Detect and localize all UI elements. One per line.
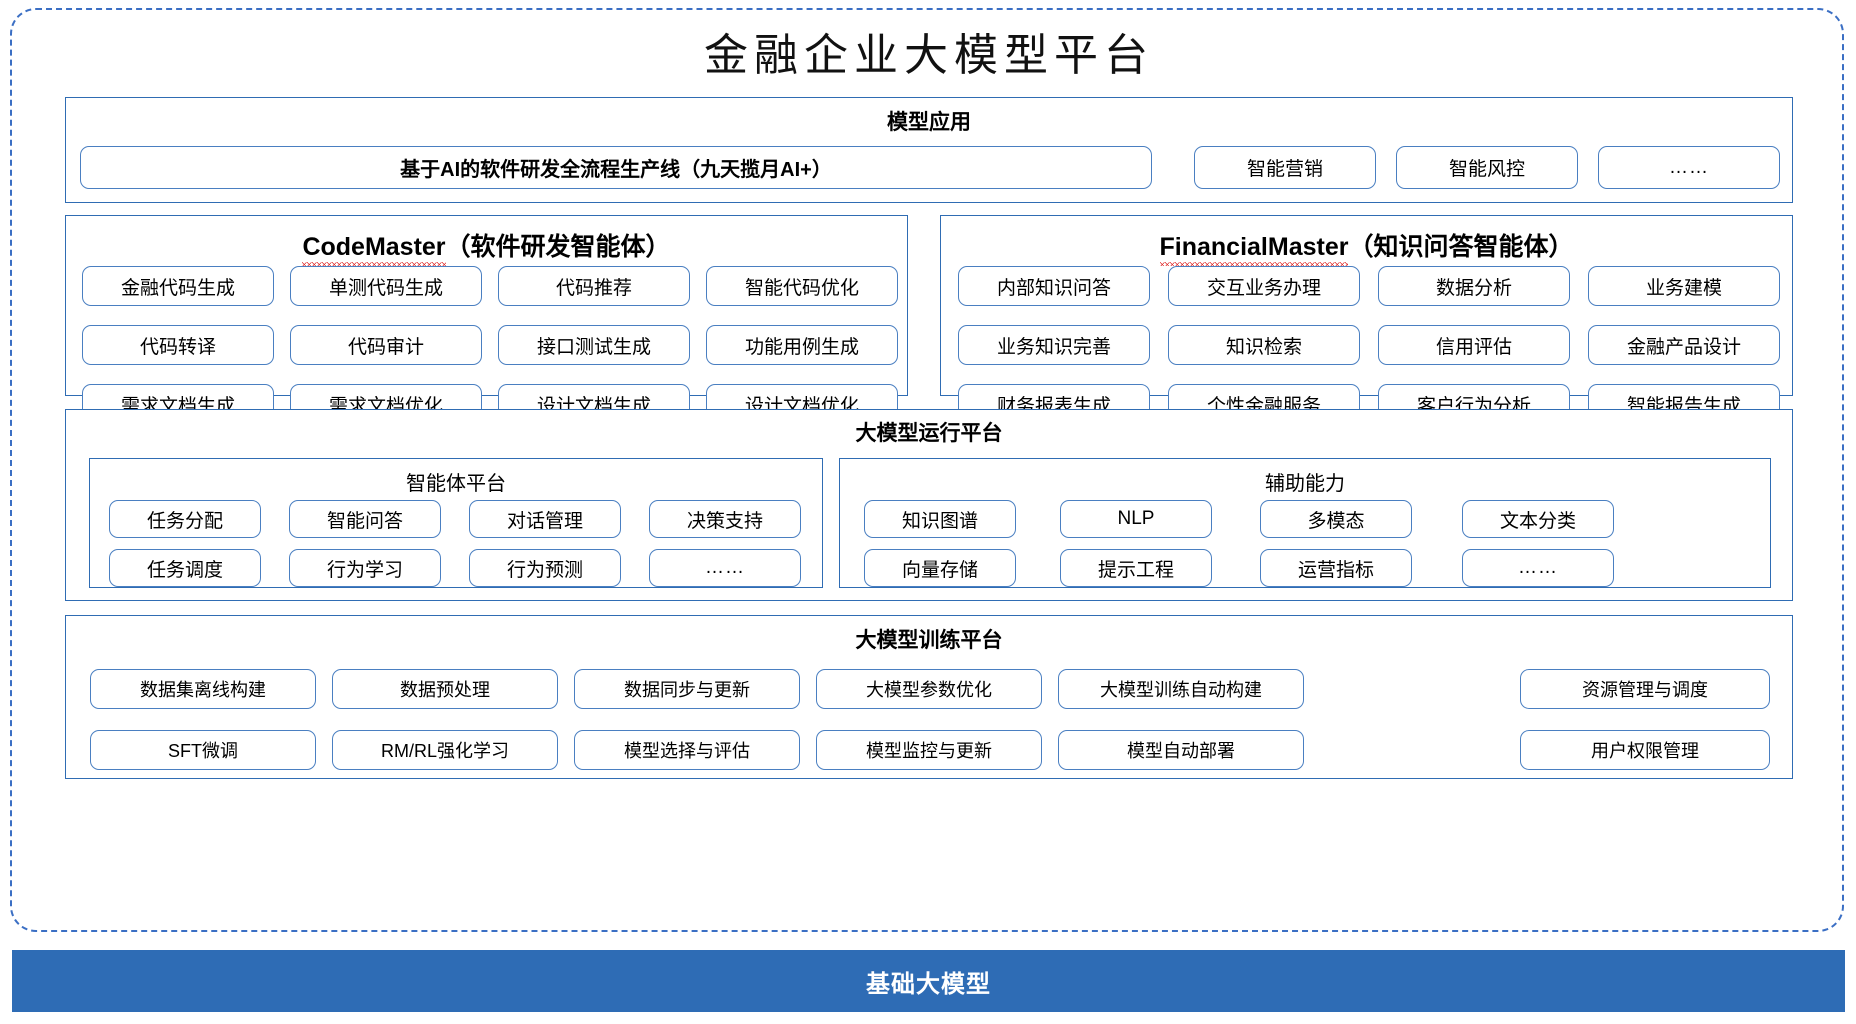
panel-runtime-platform: 大模型运行平台 智能体平台 任务分配 智能问答 对话管理 决策支持 任务调度 行… bbox=[65, 409, 1793, 601]
training-item-2[interactable]: 数据同步与更新 bbox=[574, 669, 800, 709]
code-master-item-2[interactable]: 代码推荐 bbox=[498, 266, 690, 306]
training-item-5[interactable]: 资源管理与调度 bbox=[1520, 669, 1770, 709]
support-capability-item-4[interactable]: 向量存储 bbox=[864, 549, 1016, 587]
financial-master-cn-name: （知识问答智能体） bbox=[1348, 233, 1574, 261]
code-master-item-1[interactable]: 单测代码生成 bbox=[290, 266, 482, 306]
panel-training-platform: 大模型训练平台 数据集离线构建 数据预处理 数据同步与更新 大模型参数优化 大模… bbox=[65, 615, 1793, 779]
foundation-model-label: 基础大模型 bbox=[866, 970, 991, 998]
subpanel-title-agent-platform: 智能体平台 bbox=[406, 473, 506, 495]
support-capability-item-6[interactable]: 运营指标 bbox=[1260, 549, 1412, 587]
app-pill-more[interactable]: …… bbox=[1598, 146, 1780, 189]
agent-platform-item-5[interactable]: 行为学习 bbox=[289, 549, 441, 587]
training-item-8[interactable]: 模型选择与评估 bbox=[574, 730, 800, 770]
page-title: 金融企业大模型平台 bbox=[704, 31, 1154, 80]
foundation-model-bar: 基础大模型 bbox=[12, 950, 1845, 1012]
support-capability-item-1[interactable]: NLP bbox=[1060, 500, 1212, 538]
financial-master-item-5[interactable]: 知识检索 bbox=[1168, 325, 1360, 365]
panel-financial-master: FinancialMaster（知识问答智能体） 内部知识问答 交互业务办理 数… bbox=[940, 215, 1793, 424]
panel-title-financial-master: FinancialMaster（知识问答智能体） bbox=[941, 227, 1792, 266]
financial-master-item-4[interactable]: 业务知识完善 bbox=[958, 325, 1150, 365]
training-item-3[interactable]: 大模型参数优化 bbox=[816, 669, 1042, 709]
financial-master-item-3[interactable]: 业务建模 bbox=[1588, 266, 1780, 306]
code-master-item-0[interactable]: 金融代码生成 bbox=[82, 266, 274, 306]
agent-platform-item-4[interactable]: 任务调度 bbox=[109, 549, 261, 587]
app-pill-smart-marketing[interactable]: 智能营销 bbox=[1194, 146, 1376, 189]
panel-title-model-application: 模型应用 bbox=[887, 111, 971, 134]
subpanel-support-capability: 辅助能力 知识图谱 NLP 多模态 文本分类 向量存储 提示工程 运营指标 …… bbox=[839, 458, 1771, 588]
training-item-1[interactable]: 数据预处理 bbox=[332, 669, 558, 709]
financial-master-item-0[interactable]: 内部知识问答 bbox=[958, 266, 1150, 306]
training-item-0[interactable]: 数据集离线构建 bbox=[90, 669, 316, 709]
agent-platform-item-7[interactable]: …… bbox=[649, 549, 801, 587]
panel-title-code-master: CodeMaster（软件研发智能体） bbox=[66, 227, 907, 266]
outer-dashed-frame: 金融企业大模型平台 模型应用 基于AI的软件研发全流程生产线（九天揽月AI+） … bbox=[10, 8, 1844, 932]
agent-platform-item-3[interactable]: 决策支持 bbox=[649, 500, 801, 538]
support-capability-item-3[interactable]: 文本分类 bbox=[1462, 500, 1614, 538]
panel-title-runtime-platform: 大模型运行平台 bbox=[855, 422, 1003, 445]
support-capability-item-2[interactable]: 多模态 bbox=[1260, 500, 1412, 538]
training-item-10[interactable]: 模型自动部署 bbox=[1058, 730, 1304, 770]
agent-platform-item-0[interactable]: 任务分配 bbox=[109, 500, 261, 538]
code-master-item-4[interactable]: 代码转译 bbox=[82, 325, 274, 365]
code-master-item-6[interactable]: 接口测试生成 bbox=[498, 325, 690, 365]
training-item-4[interactable]: 大模型训练自动构建 bbox=[1058, 669, 1304, 709]
financial-master-item-7[interactable]: 金融产品设计 bbox=[1588, 325, 1780, 365]
subpanel-agent-platform: 智能体平台 任务分配 智能问答 对话管理 决策支持 任务调度 行为学习 行为预测… bbox=[89, 458, 823, 588]
app-pill-smart-risk-control[interactable]: 智能风控 bbox=[1396, 146, 1578, 189]
support-capability-item-0[interactable]: 知识图谱 bbox=[864, 500, 1016, 538]
subpanel-title-support-capability: 辅助能力 bbox=[1265, 473, 1345, 495]
financial-master-item-1[interactable]: 交互业务办理 bbox=[1168, 266, 1360, 306]
panel-code-master: CodeMaster（软件研发智能体） 金融代码生成 单测代码生成 代码推荐 智… bbox=[65, 215, 908, 424]
panel-model-application: 模型应用 基于AI的软件研发全流程生产线（九天揽月AI+） 智能营销 智能风控 … bbox=[65, 97, 1793, 203]
panel-title-training-platform: 大模型训练平台 bbox=[855, 629, 1003, 652]
support-capability-item-5[interactable]: 提示工程 bbox=[1060, 549, 1212, 587]
agent-platform-item-2[interactable]: 对话管理 bbox=[469, 500, 621, 538]
agent-platform-item-6[interactable]: 行为预测 bbox=[469, 549, 621, 587]
code-master-latin-name: CodeMaster bbox=[302, 233, 446, 266]
financial-master-item-6[interactable]: 信用评估 bbox=[1378, 325, 1570, 365]
financial-master-latin-name: FinancialMaster bbox=[1159, 233, 1349, 266]
app-pill-ai-pipeline[interactable]: 基于AI的软件研发全流程生产线（九天揽月AI+） bbox=[80, 146, 1152, 189]
code-master-cn-name: （软件研发智能体） bbox=[445, 233, 671, 261]
code-master-item-5[interactable]: 代码审计 bbox=[290, 325, 482, 365]
agent-platform-item-1[interactable]: 智能问答 bbox=[289, 500, 441, 538]
code-master-item-7[interactable]: 功能用例生成 bbox=[706, 325, 898, 365]
support-capability-item-7[interactable]: …… bbox=[1462, 549, 1614, 587]
financial-master-item-2[interactable]: 数据分析 bbox=[1378, 266, 1570, 306]
training-item-7[interactable]: RM/RL强化学习 bbox=[332, 730, 558, 770]
training-item-6[interactable]: SFT微调 bbox=[90, 730, 316, 770]
training-item-11[interactable]: 用户权限管理 bbox=[1520, 730, 1770, 770]
training-item-9[interactable]: 模型监控与更新 bbox=[816, 730, 1042, 770]
code-master-item-3[interactable]: 智能代码优化 bbox=[706, 266, 898, 306]
